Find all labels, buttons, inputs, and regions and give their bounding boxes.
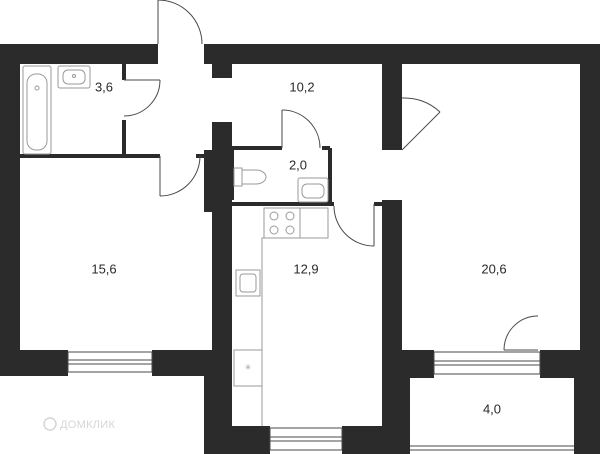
room-label-bedroom-left: 15,6 [91,261,116,276]
bathroom-sink-icon [57,65,91,89]
boiler-icon: ✳ [233,349,263,387]
room-label-wc: 2,0 [289,157,307,172]
watermark-logo: ДОМКЛИК [43,417,116,431]
room-label-hallway: 10,2 [289,79,314,94]
kitchen-counter [261,207,329,426]
doors [123,0,539,351]
wc-sink-icon [297,177,329,203]
room-labels: 3,6 10,2 2,0 15,6 12,9 20,6 4,0 [91,79,506,416]
toilet-icon [233,167,267,187]
bathtub-icon [22,65,52,155]
partitions [20,64,382,206]
room-label-balcony: 4,0 [483,401,501,416]
windows [67,351,574,451]
walls [0,44,600,454]
room-label-living-room: 20,6 [481,261,506,276]
room-label-bathroom: 3,6 [95,79,113,94]
room-label-kitchen: 12,9 [293,261,318,276]
watermark-text: ДОМКЛИК [60,419,116,431]
kitchen-sink-icon [235,269,261,297]
fixtures: ✳ [22,65,329,426]
svg-text:✳: ✳ [245,363,252,372]
stove-icon [263,207,301,239]
